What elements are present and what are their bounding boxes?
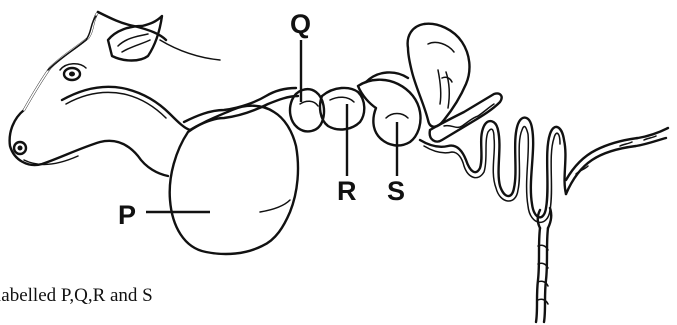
omasum-R <box>320 88 364 130</box>
abomasum-S <box>358 72 421 145</box>
label-R: R <box>337 176 357 206</box>
label-P: P <box>118 200 136 230</box>
rumen-P <box>170 106 298 254</box>
small-intestine <box>420 118 566 223</box>
cow-head <box>10 12 220 176</box>
large-intestine <box>536 128 668 322</box>
label-S: S <box>387 176 405 206</box>
liver <box>408 24 470 127</box>
caption-text: labelled P,Q,R and S <box>0 285 153 307</box>
reticulum-Q <box>290 89 324 131</box>
label-Q: Q <box>290 9 311 39</box>
